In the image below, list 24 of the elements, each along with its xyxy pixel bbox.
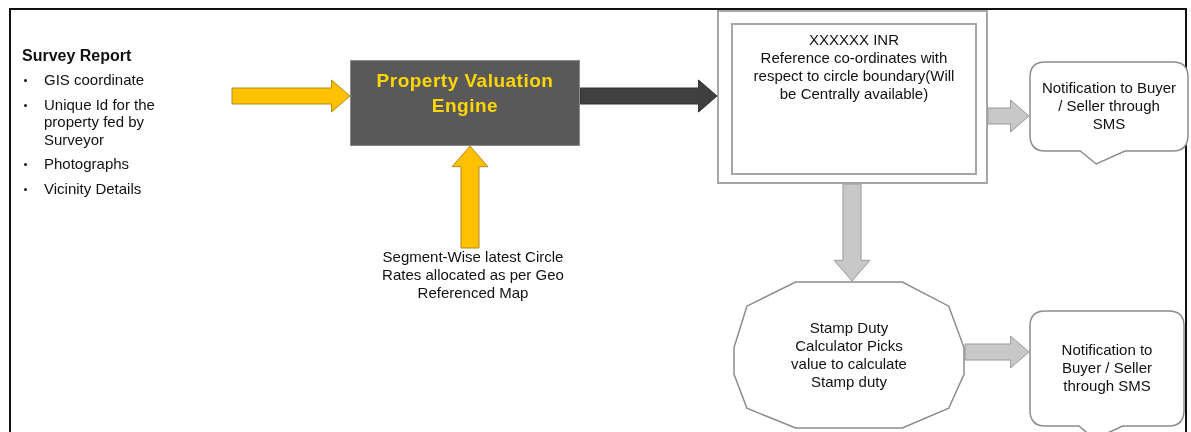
block-arrow — [833, 183, 871, 282]
bullet-text: GIS coordinate — [44, 71, 145, 89]
outer-box — [717, 10, 988, 184]
block-arrow — [579, 79, 718, 113]
speech-bubble — [1029, 61, 1189, 165]
block-arrow — [451, 145, 489, 249]
speech-bubble — [1029, 310, 1185, 432]
box-title: Property Valuation Engine — [375, 69, 555, 118]
calculator-octagon — [733, 281, 965, 429]
list-heading: Survey Report — [22, 46, 133, 66]
inner-box — [731, 23, 977, 175]
bullet-text: Unique Id for the property fed by Surveyor — [44, 95, 155, 148]
block-arrow — [964, 335, 1030, 369]
block-arrow — [231, 79, 351, 113]
amount-text: XXXXXX INR — [808, 31, 900, 49]
box-text: Reference co-ordinates with respect to circle boundary(Will be Centrally available) — [752, 49, 956, 103]
notification-text: Notification to Buyer / Seller through SMS — [1041, 79, 1177, 133]
bullet-text: Photographs — [44, 155, 130, 173]
bullet-text: Vicinity Details — [44, 179, 142, 197]
input-note: Segment-Wise latest Circle Rates allocated as per Geo Referenced Map — [381, 248, 565, 302]
block-arrow — [987, 99, 1030, 133]
process-box — [350, 60, 580, 146]
notification-text: Notification to Buyer / Seller through SMS — [1060, 341, 1154, 395]
calculator-text: Stamp Duty Calculator Picks value to calculate Stamp duty — [790, 319, 908, 391]
